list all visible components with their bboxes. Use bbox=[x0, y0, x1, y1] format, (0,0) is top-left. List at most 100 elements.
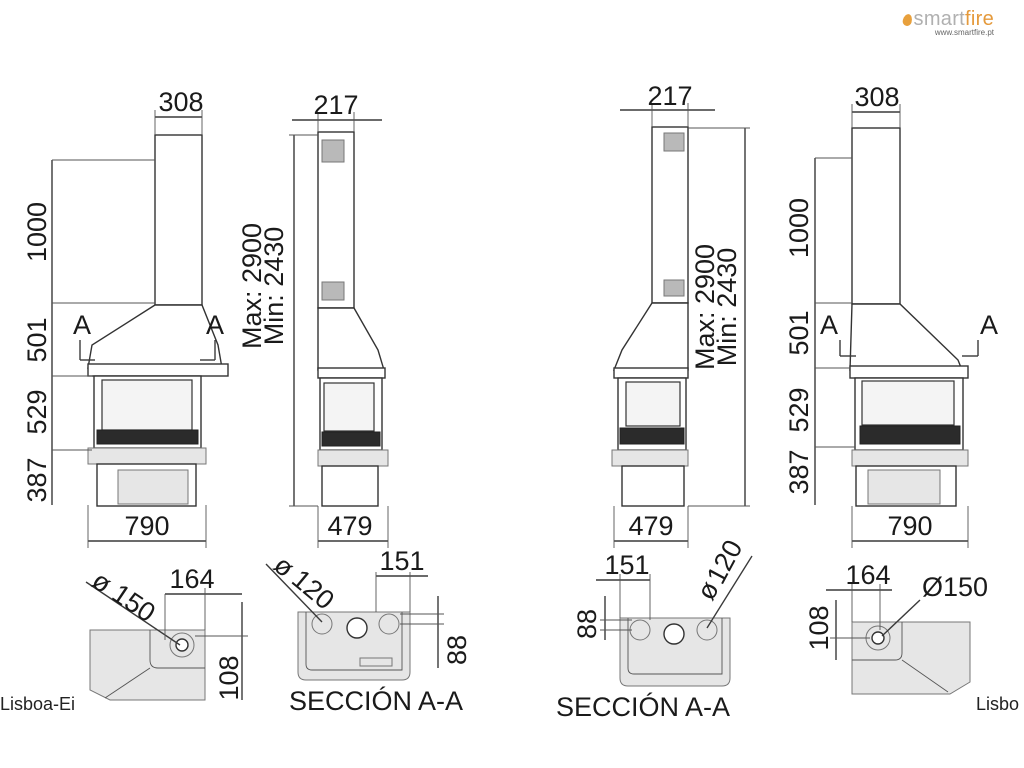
firebox-grate bbox=[619, 427, 685, 445]
base-top bbox=[317, 449, 389, 467]
base-top bbox=[611, 449, 689, 467]
side-view-left: 217 Max: 2900 Min: 2430 479 bbox=[237, 90, 389, 548]
inlet-circle-left bbox=[311, 613, 333, 635]
brand-url: www.smartfire.pt bbox=[934, 28, 994, 37]
dim-inlet-height: 88 bbox=[572, 609, 602, 639]
vent-grille bbox=[321, 281, 345, 301]
dim-overall-width: 790 bbox=[887, 511, 932, 541]
dim-flue-diameter: 150 bbox=[107, 578, 161, 628]
plan-inner bbox=[852, 622, 903, 661]
dim-chimney-height: 1000 bbox=[784, 198, 814, 258]
firebox-glass bbox=[861, 380, 955, 426]
firebox-grate bbox=[96, 429, 199, 445]
model-name-right: Lisbo bbox=[976, 694, 1020, 714]
section-title: SECCIÓN A-A bbox=[289, 685, 463, 716]
dim-chimney-depth: 217 bbox=[313, 90, 358, 120]
dim-base-height: 387 bbox=[22, 457, 52, 502]
dim-chimney-width: 308 bbox=[854, 82, 899, 112]
chimney bbox=[851, 127, 901, 305]
leader-line bbox=[85, 581, 181, 646]
vent-grille bbox=[663, 279, 685, 297]
plan-diagonal bbox=[901, 659, 949, 693]
dim-inlet-diameter: 120 bbox=[286, 564, 340, 616]
dim-min-height: Min: 2430 bbox=[259, 227, 289, 346]
front-view-left: 308 1000 501 529 387 790 A A bbox=[22, 87, 229, 548]
hood bbox=[87, 304, 223, 369]
brand-logo: smartfire www.smartfire.pt bbox=[901, 8, 994, 37]
dim-chimney-height: 1000 bbox=[22, 202, 52, 262]
chimney bbox=[154, 134, 203, 306]
firebox-grate bbox=[859, 425, 961, 445]
section-mark-right: A bbox=[206, 310, 224, 340]
dim-base-height: 387 bbox=[784, 449, 814, 494]
section-mark-left: A bbox=[73, 310, 91, 340]
dim-chimney-width: 308 bbox=[158, 87, 203, 117]
section-mark-right: A bbox=[980, 310, 998, 340]
dim-min-height: Min: 2430 bbox=[712, 248, 742, 367]
hood-rim bbox=[87, 363, 229, 377]
dim-hood-height: 501 bbox=[22, 317, 52, 362]
flue-inner bbox=[175, 638, 189, 652]
brand-name: smartfire bbox=[901, 8, 994, 31]
section-mark-left: A bbox=[820, 310, 838, 340]
hood-rim bbox=[849, 365, 969, 379]
section-inner bbox=[627, 618, 723, 675]
hood-rim bbox=[613, 367, 689, 379]
flue-inner bbox=[871, 631, 885, 645]
dim-firebox-height: 529 bbox=[22, 389, 52, 434]
dim-max-height: Max: 2900 bbox=[237, 223, 267, 349]
dim-flue-offset-y: 108 bbox=[804, 605, 834, 650]
section-view-left: ø 120 151 88 SECCIÓN A-A bbox=[265, 546, 472, 716]
dim-flue-offset-x: 164 bbox=[845, 560, 890, 590]
leader-line bbox=[706, 555, 753, 629]
inlet-circle-left bbox=[629, 619, 651, 641]
plan-diagonal bbox=[104, 667, 151, 699]
dim-overall-depth: 479 bbox=[327, 511, 372, 541]
leader-line bbox=[881, 599, 921, 637]
hood bbox=[317, 307, 385, 371]
dim-overall-width: 790 bbox=[124, 511, 169, 541]
base bbox=[321, 465, 379, 507]
hood bbox=[849, 303, 964, 371]
firebox-grate bbox=[321, 431, 381, 447]
base-top bbox=[87, 447, 207, 465]
side-view-right: 217 Max: 2900 Min: 2430 479 bbox=[611, 81, 750, 548]
dim-inlet-diameter: 120 bbox=[701, 535, 749, 589]
base-niche bbox=[117, 469, 189, 505]
base-niche bbox=[867, 469, 941, 505]
plan-view-left: ø 150 164 108 bbox=[85, 564, 248, 701]
section-slot bbox=[359, 657, 393, 667]
dim-hood-height: 501 bbox=[784, 310, 814, 355]
hood-rim bbox=[317, 367, 386, 379]
base-top bbox=[851, 449, 969, 467]
inlet-circle-right bbox=[696, 619, 718, 641]
dim-max-height: Max: 2900 bbox=[690, 244, 720, 370]
vent-grille bbox=[663, 132, 685, 152]
inlet-circle-right bbox=[378, 613, 400, 635]
dim-inlet-spacing: 151 bbox=[604, 550, 649, 580]
hood bbox=[612, 302, 689, 371]
chimney bbox=[651, 126, 689, 304]
firebox-glass bbox=[101, 379, 193, 431]
section-view-right: ø 120 151 88 SECCIÓN A-A bbox=[556, 535, 753, 722]
dim-flue-offset-y: 108 bbox=[214, 655, 244, 700]
model-name-left: Lisboa-Ei bbox=[0, 694, 76, 714]
vent-grille bbox=[321, 139, 345, 163]
base bbox=[621, 465, 685, 507]
dim-overall-depth: 479 bbox=[628, 511, 673, 541]
firebox-glass bbox=[323, 382, 375, 432]
center-flue-circle bbox=[346, 617, 368, 639]
dim-inlet-spacing: 151 bbox=[379, 546, 424, 576]
section-title: SECCIÓN A-A bbox=[556, 691, 730, 722]
front-view-right: 308 1000 501 529 387 790 A A bbox=[784, 82, 998, 548]
dim-flue-diameter-label: Ø150 bbox=[922, 572, 988, 602]
plan-inner bbox=[149, 630, 205, 669]
dim-inlet-height: 88 bbox=[442, 635, 472, 665]
section-inner bbox=[305, 612, 403, 671]
leader-line bbox=[265, 563, 323, 623]
dim-flue-offset-x: 164 bbox=[169, 564, 214, 594]
plan-view-right: Ø150 164 108 bbox=[804, 560, 988, 695]
firebox-glass bbox=[625, 381, 681, 427]
center-flue-circle bbox=[663, 623, 685, 645]
